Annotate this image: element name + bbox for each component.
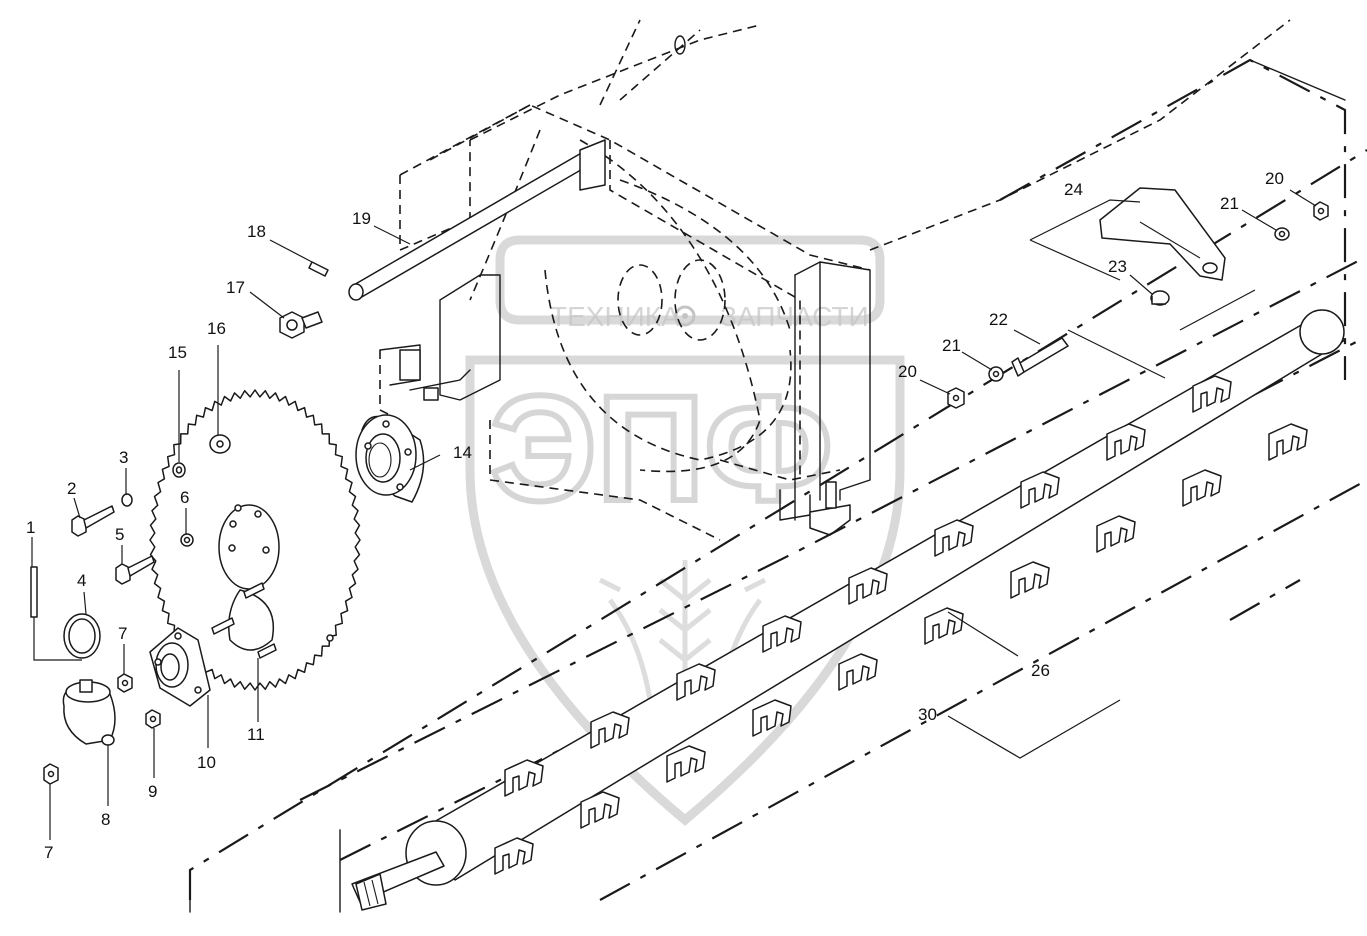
pin-18 [308,261,329,277]
lock-washer-3 [121,493,133,507]
callout-20-right: 20 [1265,169,1284,188]
roller-30 [351,309,1346,911]
nut-20-left [947,387,965,409]
finger [1096,515,1136,553]
callout-16: 16 [207,319,226,338]
callout-11: 11 [247,725,265,744]
callout-18: 18 [247,222,266,241]
callout-17: 17 [226,278,245,297]
nut-9 [145,709,161,729]
callout-1: 1 [26,518,35,537]
finger [1192,375,1232,413]
watermark-logo: ЭПФ [490,364,833,532]
bushing-23 [1150,290,1170,306]
finger [1106,423,1146,461]
finger-row [494,375,1308,875]
nut-15 [172,462,186,478]
collar-8 [62,679,116,746]
callout-7-lower: 7 [44,843,53,862]
bolt-2 [71,505,115,537]
callouts: 1 2 3 4 5 6 7 7 8 9 10 11 14 15 16 17 18… [26,169,1284,862]
studs-11 [211,582,277,659]
sprocket-wheel [149,389,361,691]
finger [590,711,630,749]
callout-15: 15 [168,343,187,362]
callout-23: 23 [1108,257,1127,276]
washer-21-left [988,366,1004,382]
callout-24: 24 [1064,180,1083,199]
callout-26: 26 [1031,661,1050,680]
finger [838,653,878,691]
circlip-4 [63,613,101,659]
bearing-flange-14 [355,414,425,503]
finger [762,615,802,653]
finger [848,567,888,605]
finger [504,759,544,797]
washer-16 [209,434,231,454]
callout-22: 22 [989,310,1008,329]
nut-20-right [1313,201,1329,221]
leader-lines [31,189,1317,840]
callout-7-upper: 7 [118,624,127,643]
shaft-19 [348,139,606,301]
finger [494,837,534,875]
roll-pin-1 [30,566,82,661]
finger [752,699,792,737]
finger [676,663,716,701]
finger [1182,469,1222,507]
washer-6 [180,533,194,547]
finger [1010,561,1050,599]
callout-3: 3 [119,448,128,467]
nut-7-upper [117,673,133,693]
finger [934,519,974,557]
gear-icon [674,305,696,327]
callout-9: 9 [148,782,157,801]
callout-21-left: 21 [942,336,961,355]
finger [666,745,706,783]
grease-fitting-17 [279,311,323,339]
callout-10: 10 [197,753,216,772]
callout-4: 4 [77,571,86,590]
callout-8: 8 [101,810,110,829]
callout-5: 5 [115,525,124,544]
callout-21-right: 21 [1220,194,1239,213]
watermark-text-left: ТЕХНИКА [550,301,680,332]
finger [1268,423,1308,461]
callout-20-left: 20 [898,362,917,381]
callout-19: 19 [352,209,371,228]
callout-2: 2 [67,479,76,498]
bolt-5 [115,555,155,585]
pin-22 [1011,337,1069,377]
housing-outline [379,19,1291,541]
finger [1020,471,1060,509]
flange-bearing-10 [149,627,211,707]
nut-7-lower [43,763,59,785]
side-plate [379,261,871,536]
finger [924,607,964,645]
finger [580,791,620,829]
callout-14: 14 [453,443,472,462]
callout-6: 6 [180,488,189,507]
lever-24 [1029,187,1256,331]
washer-21-right [1274,227,1290,241]
callout-30: 30 [918,705,937,724]
